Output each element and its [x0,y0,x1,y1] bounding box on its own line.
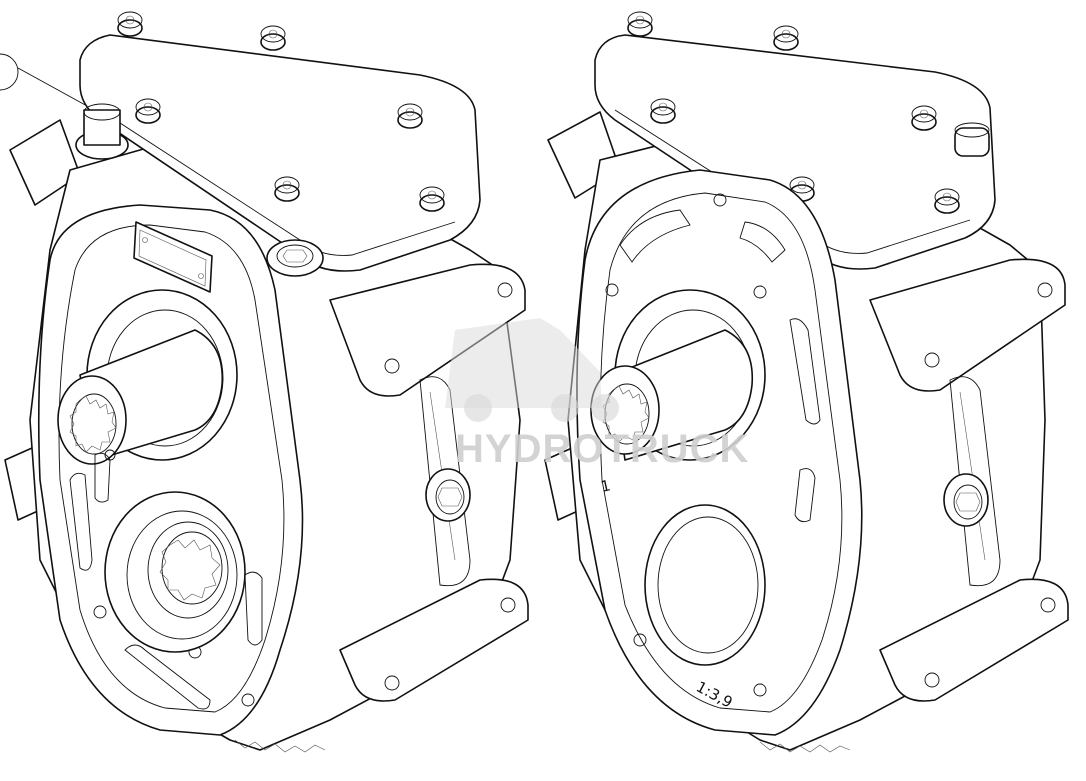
bracket-lower-right-left [339,578,529,702]
input-shaft-right [590,329,754,461]
cover-bolts-right [627,11,960,214]
watermark: HYDROTRUCK [445,318,749,471]
bracket-upper-right-left [329,263,526,397]
gearbox-right: 1 1:3,9 [544,11,1069,753]
watermark-text: HYDROTRUCK [455,427,749,471]
socket-bolt-left [266,239,324,277]
output-bore-left [104,491,246,653]
side-plug-bolt-left [425,468,471,522]
cover-bolts-left [117,11,445,212]
vent-cap-right [954,122,990,157]
gearbox-left [0,11,529,753]
side-plug-bolt-right [943,473,989,527]
breather-plug-left [75,103,129,160]
bracket-upper-right-right [869,258,1066,392]
truck-logo-icon [445,318,619,422]
top-cover-right [594,34,996,270]
output-bore-right [644,504,766,666]
name-plate-left [133,221,213,293]
index-marking: 1 [599,476,612,496]
bracket-lower-right-right [879,578,1069,702]
input-shaft-left [57,329,224,465]
front-face-left [37,204,304,736]
